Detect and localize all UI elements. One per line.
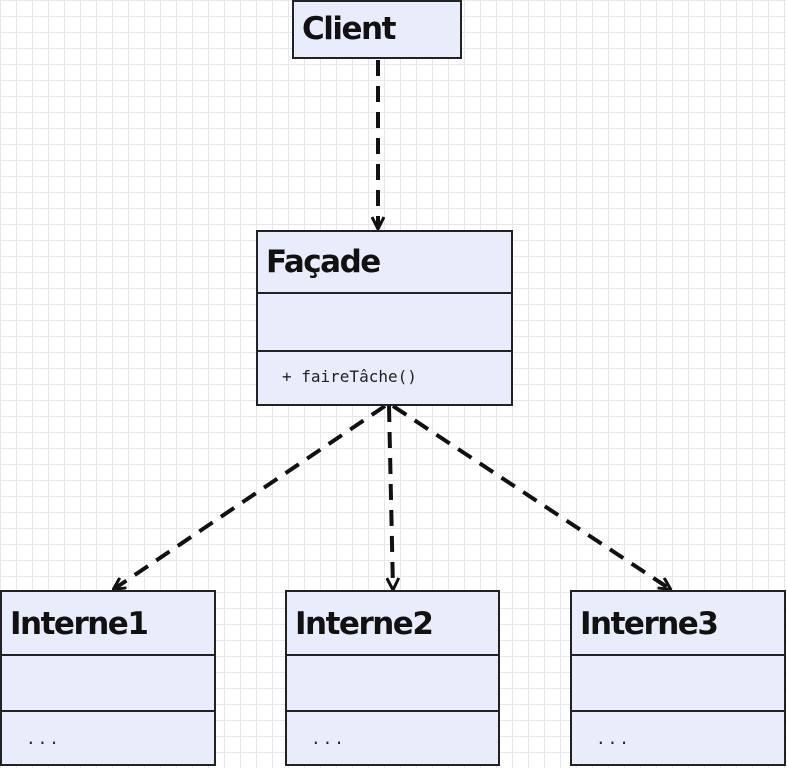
interne2-class[interactable]: Interne2 ... bbox=[285, 590, 500, 766]
facade-to-interne1-arrow bbox=[114, 404, 387, 589]
interne1-class[interactable]: Interne1 ... bbox=[0, 590, 216, 766]
facade-class[interactable]: Façade + faireTâche() bbox=[256, 230, 513, 406]
interne3-attributes bbox=[572, 654, 784, 710]
interne2-class-name: Interne2 bbox=[295, 606, 434, 642]
facade-to-interne3-arrow bbox=[391, 404, 670, 589]
client-class-name: Client bbox=[302, 11, 396, 47]
interne2-operations: ... bbox=[287, 710, 498, 764]
client-class[interactable]: Client bbox=[292, 0, 462, 59]
facade-operation: + faireTâche() bbox=[258, 350, 511, 404]
facade-attributes bbox=[258, 292, 511, 350]
interne1-class-name: Interne1 bbox=[10, 606, 149, 642]
interne1-operations: ... bbox=[2, 710, 214, 764]
interne1-attributes bbox=[2, 654, 214, 710]
facade-class-name: Façade bbox=[266, 244, 381, 280]
interne3-class-name: Interne3 bbox=[580, 606, 719, 642]
interne2-attributes bbox=[287, 654, 498, 710]
interne3-operations: ... bbox=[572, 710, 784, 764]
interne3-class[interactable]: Interne3 ... bbox=[570, 590, 786, 766]
facade-to-interne2-arrow bbox=[389, 405, 393, 589]
